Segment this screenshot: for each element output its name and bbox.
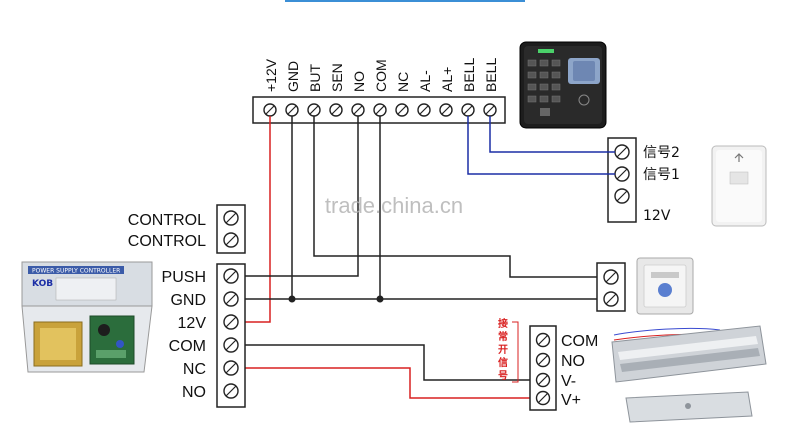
black-wire — [313, 116, 600, 278]
top-label: BUT — [307, 64, 323, 92]
lock-note-char: 号 — [498, 370, 508, 382]
lock-leads — [613, 327, 721, 336]
top-label: BELL — [461, 58, 477, 92]
controller-label: NO — [182, 384, 206, 401]
lock-label: V+ — [561, 392, 581, 409]
power-supply-brand: KOB — [32, 279, 53, 289]
top-label: NO — [351, 71, 367, 92]
controller-terminal-block: CONTROL CONTROL PUSH GND 12V COM NC NO — [128, 204, 246, 408]
bell-label: 信号2 — [643, 145, 680, 161]
watermark-text: trade.china.cn — [325, 193, 463, 218]
bell-label: 信号1 — [643, 167, 680, 183]
top-terminal-labels: +12V GND BUT SEN NO COM NC AL- AL+ BELL … — [263, 58, 499, 92]
black-wire — [233, 344, 536, 381]
blue-wire — [489, 116, 615, 153]
lock-note-char: 接 — [498, 317, 508, 330]
bell-terminal-block: 信号2 信号1 12V — [607, 137, 680, 224]
top-label: SEN — [329, 63, 345, 92]
top-label: AL- — [417, 70, 433, 92]
lock-note: 接 常 开 信 号 — [498, 317, 508, 382]
magnetic-lock-icon — [611, 325, 767, 423]
bell-label: 12V — [643, 208, 671, 224]
top-label: BELL — [483, 58, 499, 92]
controller-label: 12V — [178, 315, 207, 332]
controller-lower-body — [216, 263, 246, 408]
top-screw-slots — [265, 105, 495, 115]
controller-label: GND — [170, 292, 206, 309]
lock-label: COM — [561, 333, 598, 350]
controller-label: CONTROL — [128, 212, 206, 229]
lock-label: V- — [561, 373, 576, 390]
top-label: GND — [285, 61, 301, 92]
controller-label: NC — [183, 361, 206, 378]
lock-note-bracket — [512, 321, 519, 383]
fingerprint-keypad-icon — [519, 41, 607, 129]
top-label: AL+ — [439, 67, 455, 92]
power-supply-label: POWER SUPPLY CONTROLLER — [32, 268, 120, 275]
top-label: NC — [395, 72, 411, 92]
wires — [233, 116, 723, 399]
top-label: COM — [373, 59, 389, 92]
lock-note-char: 开 — [498, 344, 508, 356]
lock-terminal-block: COM NO V- V+ — [529, 325, 598, 411]
top-label: +12V — [263, 58, 279, 92]
controller-label: PUSH — [162, 269, 206, 286]
lock-note-char: 信 — [498, 356, 508, 369]
junction-dots — [288, 295, 384, 303]
controller-label: COM — [169, 338, 206, 355]
red-wire — [233, 367, 536, 399]
exit-button-terminal — [596, 262, 626, 312]
lock-label: NO — [561, 353, 585, 370]
controller-label: CONTROL — [128, 233, 206, 250]
top-terminal-block: +12V GND BUT SEN NO COM NC AL- AL+ BELL … — [252, 58, 506, 124]
exit-button-icon — [636, 257, 694, 315]
power-supply-icon: POWER SUPPLY CONTROLLER KOB — [21, 261, 153, 373]
lock-note-char: 常 — [498, 330, 508, 343]
doorbell-icon — [711, 145, 767, 227]
blue-wire — [467, 116, 615, 175]
black-wire — [233, 116, 359, 277]
